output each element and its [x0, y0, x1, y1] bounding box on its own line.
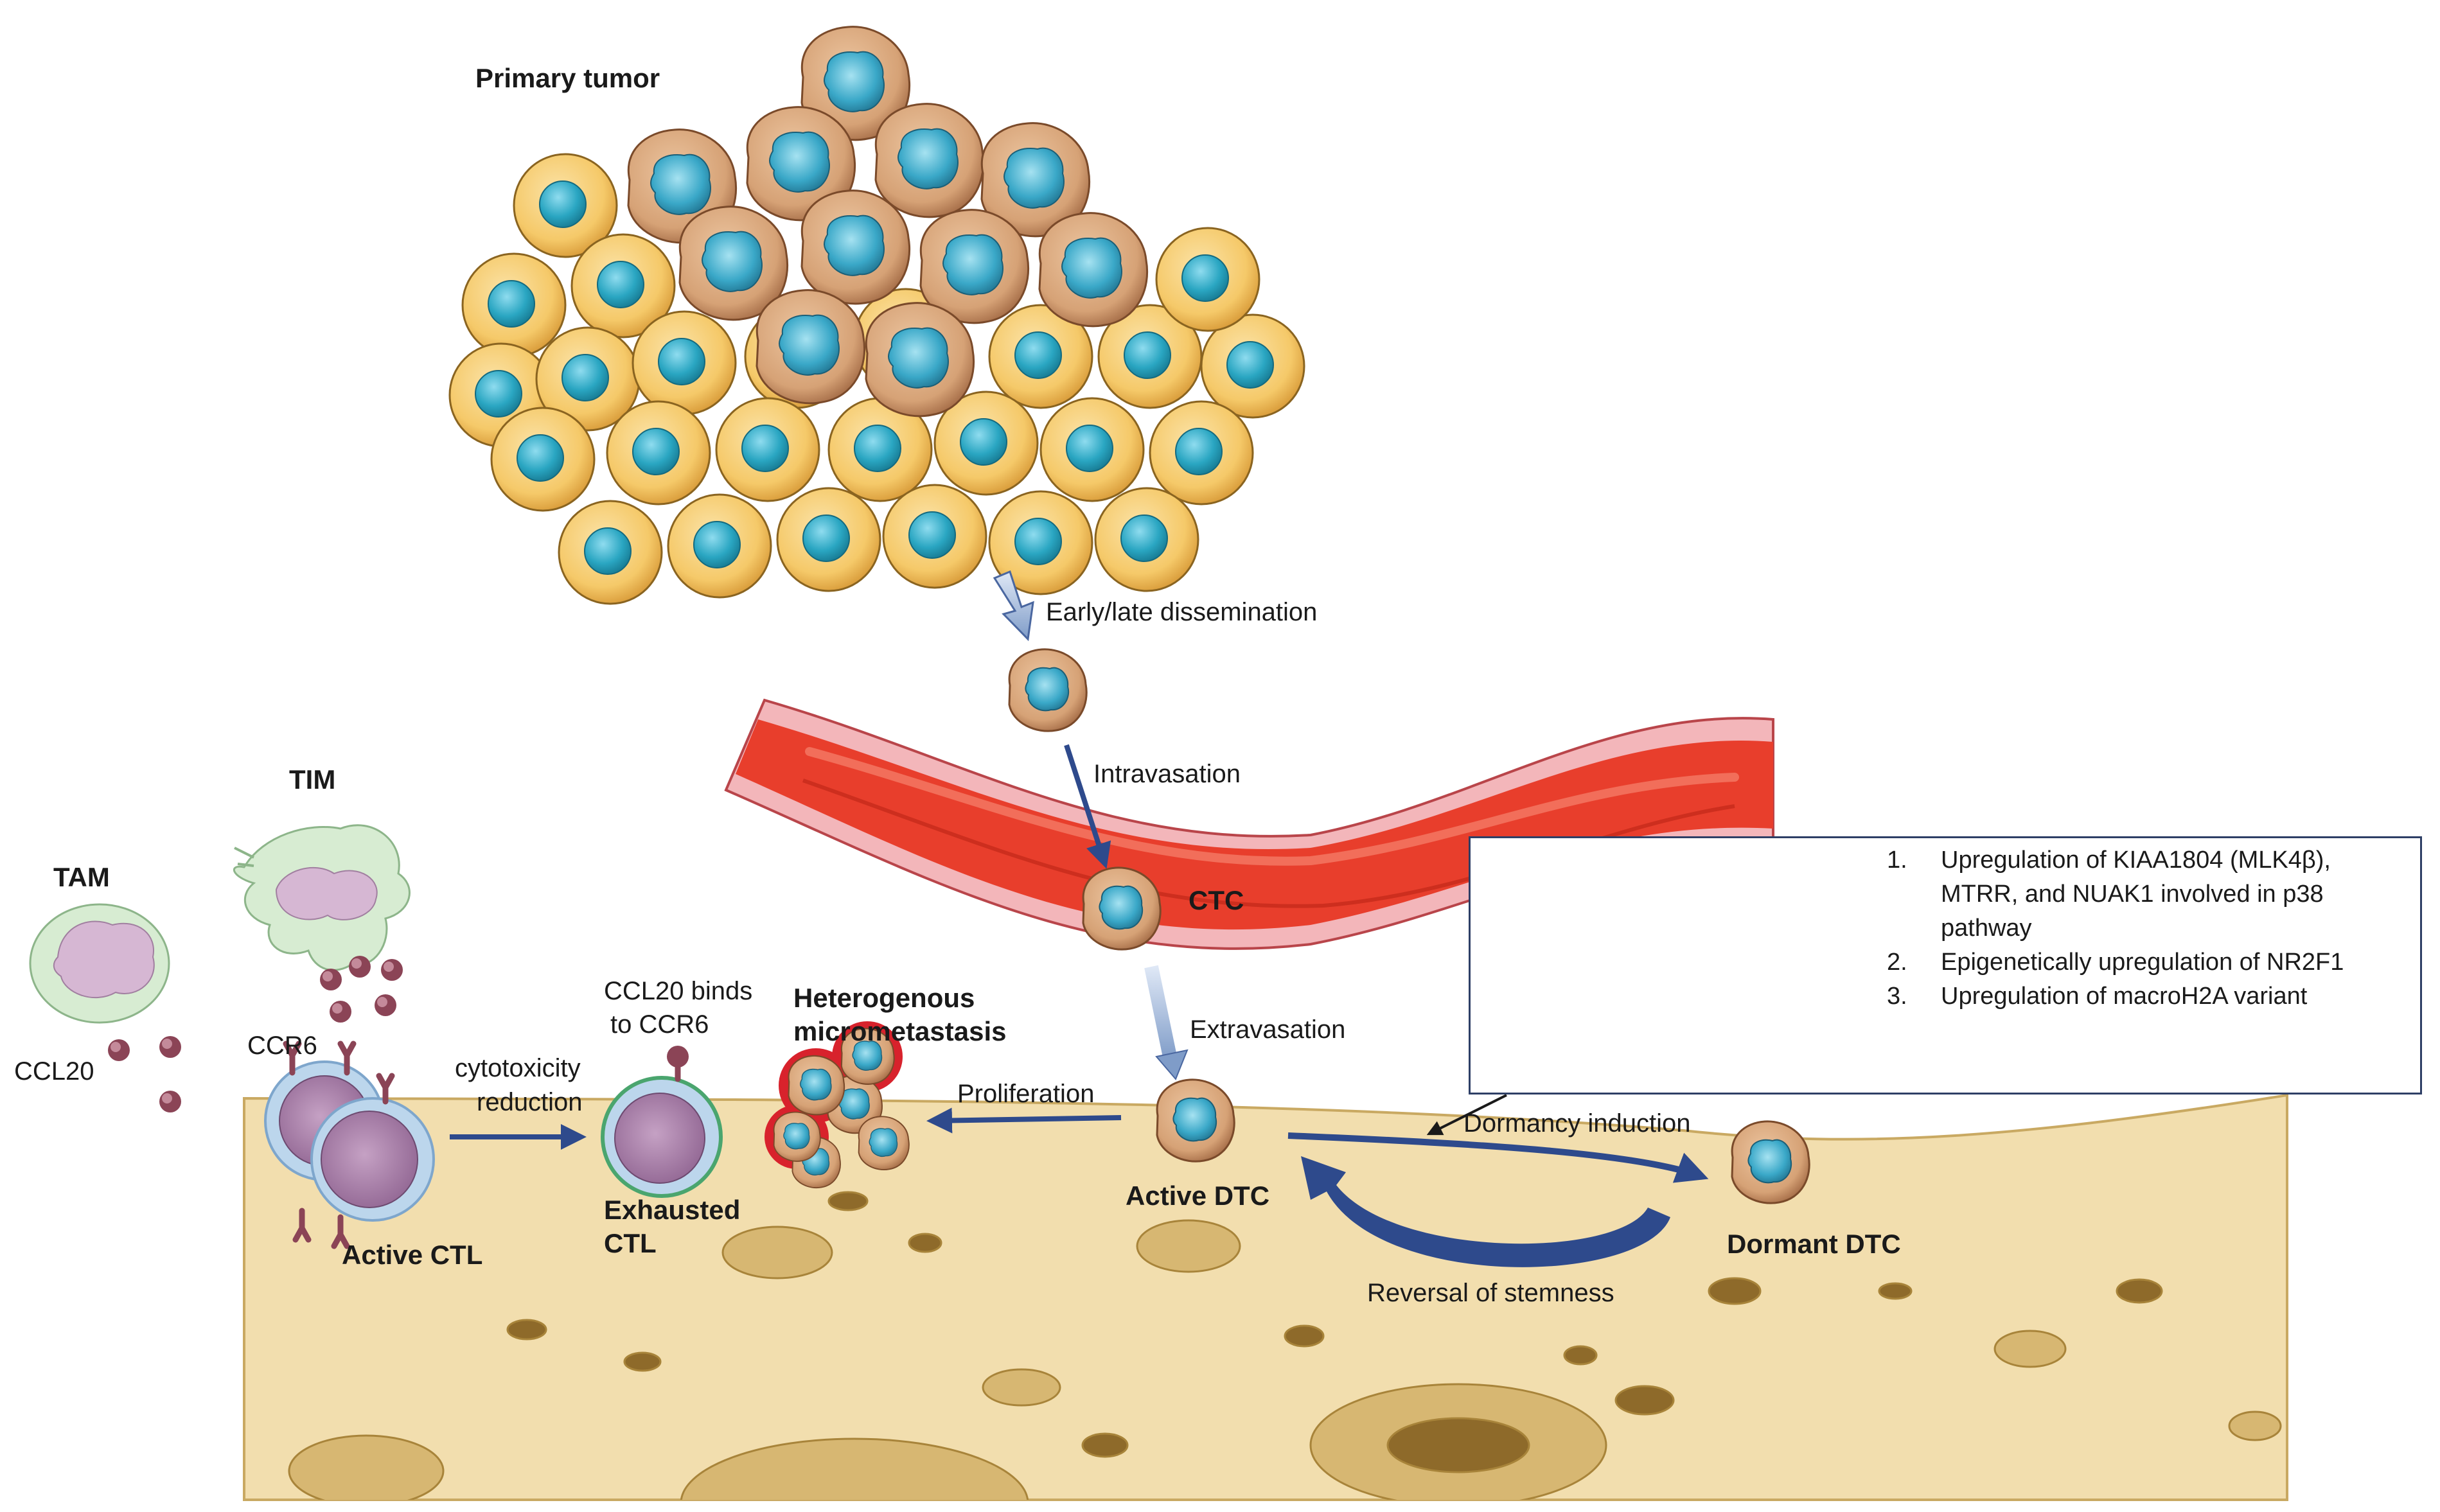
dissemination-label: Early/late dissemination: [1046, 598, 1318, 626]
ccl20-binds-label-line1: CCL20 binds: [604, 977, 753, 1005]
mechanism-text: Upregulation of macroH2A variant: [1941, 983, 2308, 1010]
primary-tumor-cells: [448, 26, 1305, 605]
reversal-arrow: [1301, 1156, 1670, 1267]
dormant-dtc-label: Dormant DTC: [1727, 1229, 1901, 1259]
mechanism-number: 3.: [1887, 983, 1907, 1010]
heterogenous-label-line2: micrometastasis: [793, 1016, 1007, 1046]
mechanism-text: Upregulation of KIAA1804 (MLK4β), MTRR, …: [1941, 847, 2331, 942]
active-dtc-cell: [1156, 1078, 1235, 1163]
tissue-stroma: [243, 1093, 2288, 1501]
dormancy-induction-label: Dormancy induction: [1463, 1109, 1691, 1138]
exhausted-ctl-label-line2: CTL: [604, 1228, 657, 1258]
mechanism-item: 3. Upregulation of macroH2A variant: [1887, 980, 2410, 1014]
intravasation-label: Intravasation: [1093, 760, 1241, 788]
tim-cell: [233, 824, 411, 971]
mechanism-item: 2. Epigenetically upregulation of NR2F1: [1887, 945, 2410, 980]
intravasation-arrow: [1064, 744, 1111, 869]
extravasation-label: Extravasation: [1190, 1015, 1346, 1044]
mechanism-number: 2.: [1887, 949, 1907, 976]
heterogenous-label-line1: Heterogenous: [793, 983, 975, 1013]
ctc-label: CTC: [1189, 885, 1244, 915]
dormancy-arrow: [1287, 1132, 1709, 1183]
mechanism-box: 1. Upregulation of KIAA1804 (MLK4β), MTRR…: [1469, 836, 2422, 1094]
dissemination-arrow: [993, 570, 1034, 642]
exhausted-ctl-label-line1: Exhausted: [604, 1195, 741, 1225]
active-ctl-cells: [264, 1041, 435, 1249]
mechanism-item: 1. Upregulation of KIAA1804 (MLK4β), MTRR…: [1887, 843, 2410, 945]
box-pointer-arrow: [1426, 1094, 1507, 1136]
proliferation-label: Proliferation: [957, 1080, 1095, 1108]
exhausted-ctl-cell: [601, 1046, 723, 1198]
extravasation-arrow: [1144, 965, 1178, 1062]
mechanism-text: Epigenetically upregulation of NR2F1: [1941, 949, 2344, 976]
mechanism-number: 1.: [1887, 847, 1907, 874]
cytotoxicity-label-line1: cytotoxicity: [455, 1054, 581, 1082]
ccl20-label: CCL20: [14, 1057, 94, 1086]
primary-tumor-label: Primary tumor: [475, 63, 660, 93]
proliferation-arrow: [926, 1107, 1122, 1134]
dormant-dtc-cell: [1731, 1120, 1810, 1204]
ctc-cell: [1082, 866, 1162, 951]
ccr6-label: CCR6: [247, 1032, 317, 1060]
tim-label: TIM: [289, 764, 336, 795]
tam-cell: [29, 903, 170, 1024]
mechanism-list: 1. Upregulation of KIAA1804 (MLK4β), MTRR…: [1887, 843, 2410, 1014]
active-dtc-label: Active DTC: [1126, 1181, 1270, 1211]
disseminated-cell: [1008, 648, 1088, 732]
cytotoxicity-label-line2: reduction: [477, 1088, 583, 1116]
active-ctl-label: Active CTL: [342, 1240, 483, 1270]
reversal-label: Reversal of stemness: [1367, 1279, 1614, 1307]
tam-label: TAM: [53, 862, 110, 892]
ccl20-binds-label-line2: to CCR6: [610, 1010, 709, 1039]
micrometastasis-cluster: [765, 1021, 910, 1189]
